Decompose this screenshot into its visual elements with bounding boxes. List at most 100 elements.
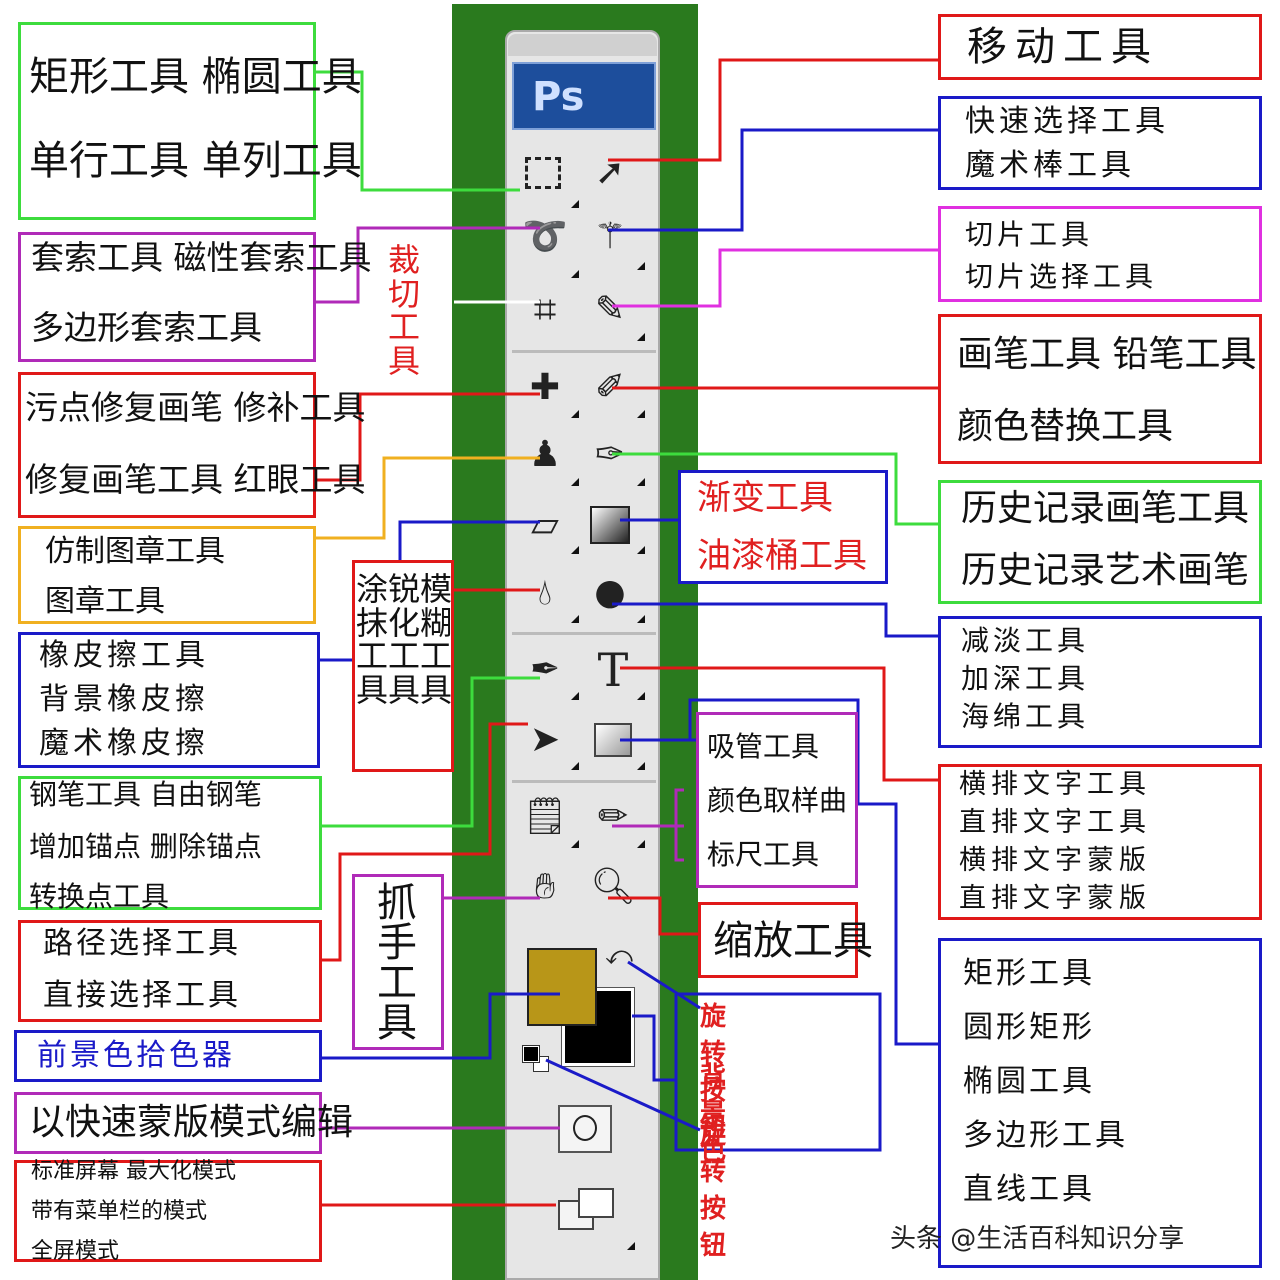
label: 矩形工具 椭圆工具	[29, 54, 362, 100]
path-selection-box: 路径选择工具 直接选择工具	[18, 920, 322, 1022]
label: 缩放工具	[713, 918, 873, 964]
smudge-label: 涂 抹 工 具	[355, 570, 389, 709]
eyedropper-icon: ✏	[597, 796, 629, 837]
label-char: 手	[377, 920, 417, 966]
label: 横排文字蒙版	[959, 845, 1151, 876]
label: 仿制图章工具	[45, 534, 225, 569]
label: 钢笔工具 自由钢笔	[29, 778, 262, 811]
blur-tool[interactable]: 💧︎	[520, 568, 570, 618]
label: 移动工具	[967, 24, 1159, 70]
type-icon: T	[597, 643, 629, 697]
slice-icon: ✎	[594, 289, 626, 330]
label: 背 景 色	[700, 1062, 733, 1166]
label-char: 涂	[355, 570, 388, 608]
flyout-indicator	[637, 262, 645, 270]
swap-arrow-icon: ⤺	[605, 941, 633, 971]
label: 直接选择工具	[43, 978, 241, 1013]
magic-wand-tool[interactable]: ⚚	[585, 212, 635, 262]
label: 减淡工具	[961, 624, 1090, 657]
eraser-tool[interactable]: ▱	[520, 500, 570, 550]
flyout-indicator	[637, 840, 645, 848]
label: 旋转按钮	[700, 1002, 733, 1143]
hand-tool[interactable]: ✋︎	[520, 862, 570, 912]
flyout-indicator	[571, 546, 579, 554]
label: 历史记录画笔工具	[961, 488, 1250, 529]
clone-stamp-tool[interactable]: ♟	[520, 430, 570, 480]
label-char: 工	[387, 637, 420, 676]
label-char: 裁	[387, 241, 420, 279]
flyout-indicator	[571, 478, 579, 486]
marquee-tool[interactable]	[518, 148, 568, 198]
lasso-tools-box: 套索工具 磁性套索工具 多边形套索工具	[18, 232, 372, 362]
stamp-icon: ♟	[528, 434, 562, 475]
notes-tool[interactable]: 🗒︎	[520, 792, 570, 842]
toolbar-grip[interactable]	[508, 34, 657, 56]
label: 带有菜单栏的模式	[31, 1199, 208, 1224]
label: 背景橡皮擦	[39, 682, 209, 717]
label: 前景色拾色器	[37, 1038, 235, 1073]
screen-mode-box: 标准屏幕 最大化模式 带有菜单栏的模式 全屏模式	[14, 1160, 322, 1263]
move-tool-box: 移动工具	[938, 14, 1262, 80]
hand-tool-box: 抓 手 工 具	[352, 874, 444, 1050]
history-brush-box: 历史记录画笔工具 历史记录艺术画笔	[938, 480, 1262, 604]
label-char: 具	[355, 670, 388, 709]
pen-tool[interactable]: ✒	[520, 645, 570, 695]
label-char: 化	[387, 603, 420, 642]
watermark: 头条 @生活百科知识分享	[890, 1224, 1185, 1254]
label: 油漆桶工具	[697, 536, 867, 576]
type-tool[interactable]: T	[588, 645, 638, 695]
flyout-indicator	[637, 692, 645, 700]
label-char: 抓	[377, 880, 417, 926]
label: 直线工具	[963, 1172, 1095, 1207]
flyout-indicator	[571, 840, 579, 848]
label: 横排文字工具	[959, 769, 1151, 800]
eyedropper-tool[interactable]: ✏	[588, 792, 638, 842]
label-char: 具	[377, 1000, 417, 1046]
magic-wand-icon: ⚚	[593, 216, 627, 257]
foreground-color-box: 前景色拾色器	[14, 1030, 322, 1082]
label: 吸管工具	[707, 730, 820, 763]
foreground-color-swatch[interactable]	[527, 948, 597, 1026]
flyout-indicator	[571, 410, 579, 418]
quick-mask-circle-icon	[573, 1115, 597, 1141]
label: 路径选择工具	[43, 926, 241, 961]
flyout-indicator	[637, 546, 645, 554]
note-icon: 🗒︎	[522, 796, 568, 837]
hand-tool-label: 抓 手 工 具	[365, 883, 429, 1043]
label: 颜色取样曲	[707, 784, 848, 817]
path-selection-tool[interactable]: ➤	[520, 715, 570, 765]
label-char: 抹	[355, 603, 388, 642]
photoshop-toolbar	[505, 30, 660, 1280]
flyout-indicator	[637, 762, 645, 770]
lasso-tool[interactable]: ➰	[520, 212, 570, 262]
slice-tool[interactable]: ✎	[585, 285, 635, 335]
label: 以快速蒙版模式编辑	[29, 1102, 354, 1143]
brush-tools-box: 画笔工具 铅笔工具 颜色替换工具	[938, 314, 1262, 464]
label: 增加锚点 删除锚点	[29, 830, 262, 863]
zoom-tool-box: 缩放工具	[698, 902, 873, 978]
dodge-tools-box: 减淡工具 加深工具 海绵工具	[938, 616, 1262, 748]
healing-tool[interactable]: ✚	[520, 363, 570, 413]
label: 椭圆工具	[963, 1064, 1095, 1099]
healing-tools-box: 污点修复画笔 修补工具 修复画笔工具 红眼工具	[18, 372, 366, 518]
label: 圆形矩形	[963, 1010, 1095, 1045]
label: 旋转按钮	[700, 1120, 733, 1261]
swap-colors-button[interactable]: ⤺	[602, 936, 636, 976]
gradient-tool[interactable]	[585, 500, 635, 550]
flyout-indicator	[627, 1242, 635, 1250]
label-char: 锐	[387, 570, 420, 608]
lasso-icon: ➰	[522, 216, 568, 257]
flyout-indicator	[571, 270, 579, 278]
flyout-indicator	[571, 692, 579, 700]
quick-select-box: 快速选择工具 魔术棒工具	[938, 96, 1262, 190]
default-colors-icon[interactable]	[522, 1045, 540, 1063]
hand-icon: ✋︎	[534, 866, 556, 907]
eyedropper-tools-box: 吸管工具 颜色取样曲 标尺工具	[696, 712, 858, 888]
label: 颜色替换工具	[957, 406, 1174, 447]
flyout-indicator	[571, 762, 579, 770]
label: 海绵工具	[961, 700, 1090, 733]
label: 污点修复画笔 修补工具	[25, 388, 366, 427]
eraser-icon: ▱	[531, 504, 559, 545]
label: 加深工具	[961, 662, 1090, 695]
crop-tool[interactable]: ⌗	[520, 285, 570, 335]
